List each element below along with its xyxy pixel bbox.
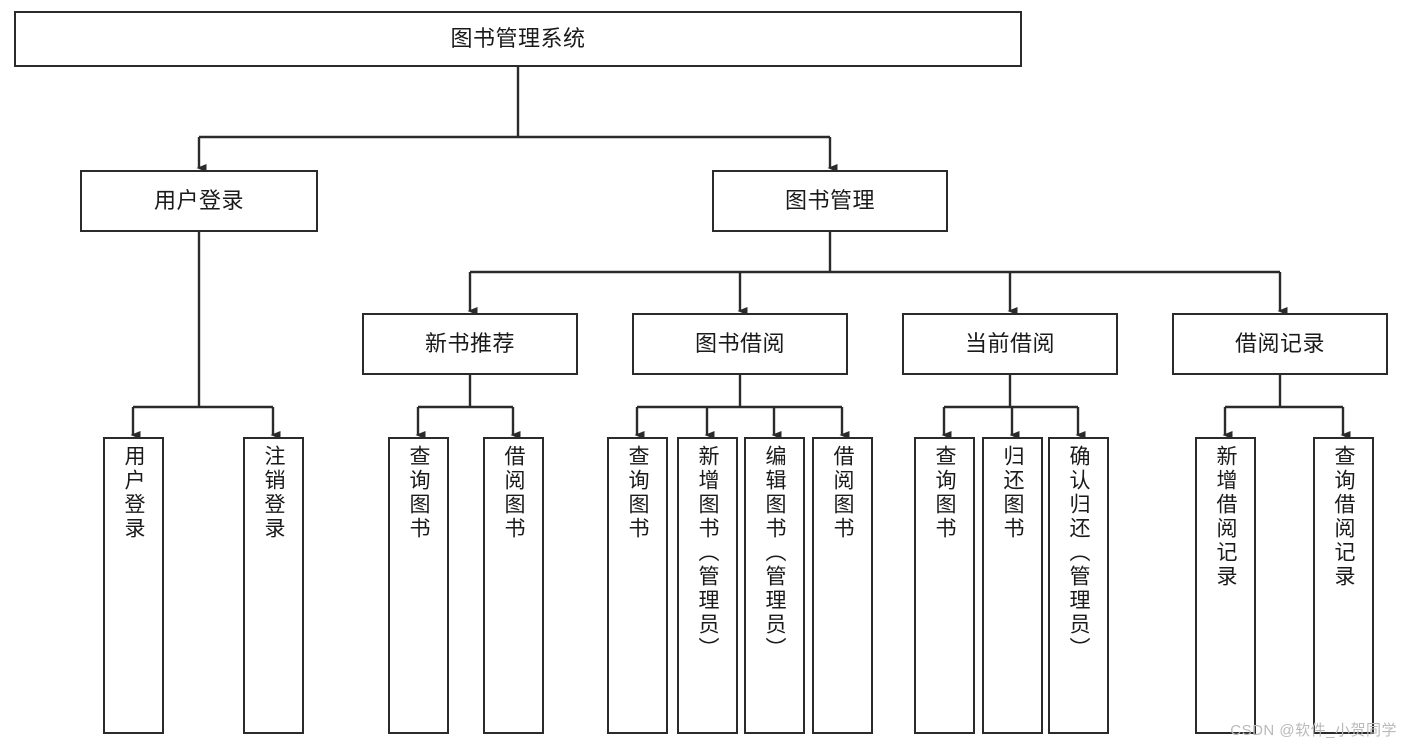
node-label: 注销登录: [262, 445, 285, 541]
node-label: 图书管理系统: [450, 25, 586, 51]
node-label: 新增图书（管理员）: [696, 445, 719, 661]
node-leaf-query-book-recommend[interactable]: 查询图书: [388, 437, 449, 734]
node-leaf-add-borrow-record[interactable]: 新增借阅记录: [1195, 437, 1256, 734]
node-label: 图书借阅: [694, 330, 785, 356]
node-label: 用户登录: [153, 187, 244, 213]
node-leaf-logout-login[interactable]: 注销登录: [243, 437, 304, 734]
node-leaf-add-book-admin[interactable]: 新增图书（管理员）: [677, 437, 738, 734]
node-root[interactable]: 图书管理系统: [14, 11, 1022, 67]
node-user-login[interactable]: 用户登录: [80, 170, 318, 232]
node-book-management[interactable]: 图书管理: [712, 170, 948, 232]
node-label: 编辑图书（管理员）: [763, 445, 786, 661]
node-label: 图书管理: [784, 187, 875, 213]
node-borrow-records[interactable]: 借阅记录: [1172, 313, 1388, 375]
node-leaf-return-book[interactable]: 归还图书: [982, 437, 1043, 734]
node-label: 确认归还（管理员）: [1067, 445, 1090, 661]
node-label: 新增借阅记录: [1214, 445, 1237, 589]
node-book-borrow[interactable]: 图书借阅: [632, 313, 848, 375]
node-leaf-confirm-return-admin[interactable]: 确认归还（管理员）: [1048, 437, 1109, 734]
node-label: 查询图书: [407, 445, 430, 541]
connector-lines: [130, 67, 1351, 439]
node-label: 归还图书: [1001, 445, 1024, 541]
node-label: 查询图书: [626, 445, 649, 541]
node-leaf-borrow-book-recommend[interactable]: 借阅图书: [483, 437, 544, 734]
node-leaf-query-borrow-record[interactable]: 查询借阅记录: [1313, 437, 1374, 734]
node-label: 查询图书: [933, 445, 956, 541]
node-new-book-recommend[interactable]: 新书推荐: [362, 313, 578, 375]
node-label: 新书推荐: [424, 330, 515, 356]
node-leaf-query-book-current[interactable]: 查询图书: [914, 437, 975, 734]
node-leaf-user-login[interactable]: 用户登录: [103, 437, 164, 734]
node-label: 借阅图书: [831, 445, 854, 541]
node-leaf-borrow-book[interactable]: 借阅图书: [812, 437, 873, 734]
node-label: 用户登录: [122, 445, 145, 541]
node-label: 借阅记录: [1234, 330, 1325, 356]
watermark-text: CSDN @软件_小贺同学: [1230, 722, 1397, 739]
node-leaf-query-book-borrow[interactable]: 查询图书: [607, 437, 668, 734]
node-label: 借阅图书: [502, 445, 525, 541]
node-leaf-edit-book-admin[interactable]: 编辑图书（管理员）: [744, 437, 805, 734]
node-label: 当前借阅: [964, 330, 1055, 356]
node-current-borrow[interactable]: 当前借阅: [902, 313, 1118, 375]
node-label: 查询借阅记录: [1332, 445, 1355, 589]
